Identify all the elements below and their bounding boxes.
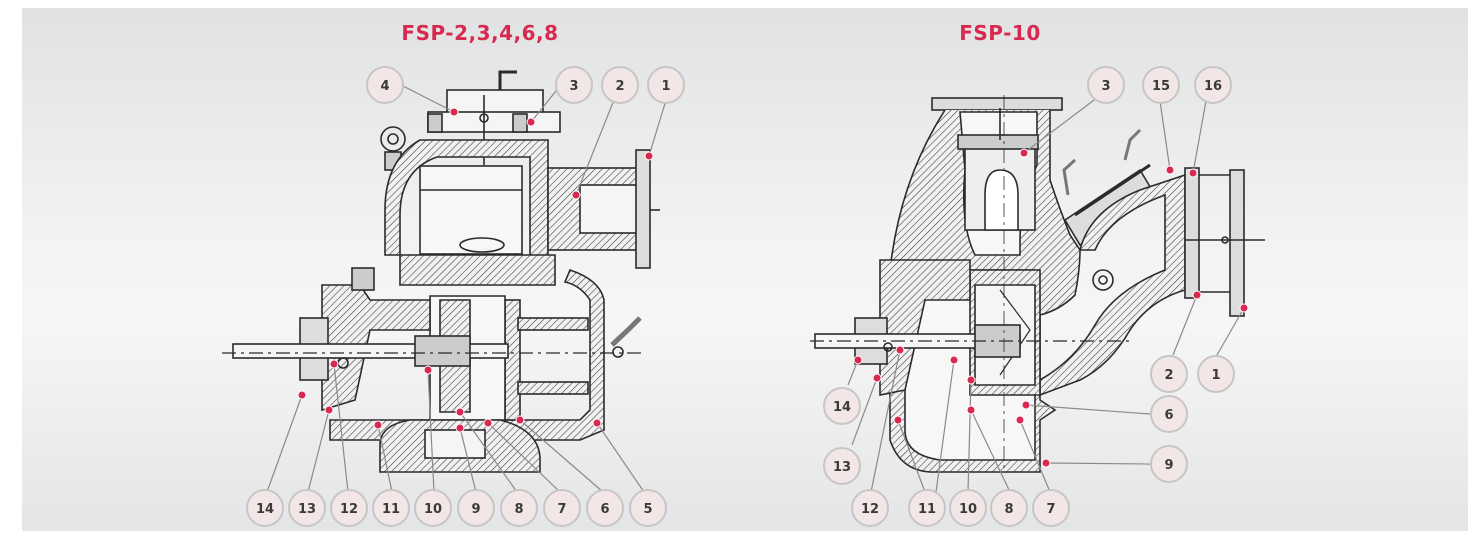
callout-badge: 8 [990, 489, 1028, 527]
svg-text:8: 8 [1004, 502, 1013, 517]
svg-text:5: 5 [643, 502, 652, 517]
svg-text:8: 8 [514, 502, 523, 517]
svg-text:7: 7 [1046, 502, 1055, 517]
callout-badge: 7 [543, 489, 581, 527]
callout-badge: 11 [372, 489, 410, 527]
callout-badge: 14 [823, 387, 861, 425]
svg-text:9: 9 [1164, 458, 1173, 473]
svg-text:7: 7 [557, 502, 566, 517]
svg-text:2: 2 [615, 79, 624, 94]
pump-drawing-fsp-2-8 [222, 70, 660, 473]
marker-dots [297, 107, 1249, 468]
callout-badge: 1 [1197, 355, 1235, 393]
svg-text:11: 11 [918, 502, 936, 517]
diagram-title-fsp-2-8: FSP-2,3,4,6,8 [401, 21, 559, 45]
svg-text:12: 12 [340, 502, 358, 517]
callout-badge: 1 [647, 66, 685, 104]
svg-text:15: 15 [1152, 79, 1170, 94]
callout-badge: 6 [1150, 395, 1188, 433]
callout-badge: 13 [288, 489, 326, 527]
diagram-title-fsp-10: FSP-10 [959, 21, 1041, 45]
callout-badge: 2 [601, 66, 639, 104]
callout-badge: 13 [823, 447, 861, 485]
callout-badge: 10 [949, 489, 987, 527]
callout-badge: 4 [366, 66, 404, 104]
callout-badge: 15 [1142, 66, 1180, 104]
svg-text:6: 6 [1164, 408, 1173, 423]
callouts-fsp-10: 1 2 3 6 7 8 9 10 11 12 13 14 15 16 [823, 66, 1235, 527]
svg-text:3: 3 [569, 79, 578, 94]
svg-text:13: 13 [833, 460, 851, 475]
callout-badge: 5 [629, 489, 667, 527]
callout-badge: 2 [1150, 355, 1188, 393]
svg-text:13: 13 [298, 502, 316, 517]
leader-lines [266, 85, 1245, 493]
svg-text:14: 14 [833, 400, 851, 415]
svg-text:3: 3 [1101, 79, 1110, 94]
callout-badge: 3 [1087, 66, 1125, 104]
callout-badge: 9 [457, 489, 495, 527]
callout-badge: 7 [1032, 489, 1070, 527]
svg-text:12: 12 [861, 502, 879, 517]
pump-drawing-fsp-10 [810, 95, 1265, 473]
callout-badge: 14 [246, 489, 284, 527]
svg-text:2: 2 [1164, 368, 1173, 383]
callout-badge: 8 [500, 489, 538, 527]
svg-text:14: 14 [256, 502, 274, 517]
callout-badge: 12 [330, 489, 368, 527]
callout-badge: 16 [1194, 66, 1232, 104]
callout-badge: 12 [851, 489, 889, 527]
svg-text:1: 1 [1211, 368, 1220, 383]
callout-badge: 6 [586, 489, 624, 527]
svg-text:16: 16 [1204, 79, 1222, 94]
svg-text:1: 1 [661, 79, 670, 94]
callout-badge: 10 [414, 489, 452, 527]
callouts-fsp-2-8: 1 2 3 4 5 6 7 8 9 10 11 12 13 14 [246, 66, 685, 527]
svg-text:10: 10 [959, 502, 977, 517]
svg-text:9: 9 [471, 502, 480, 517]
callout-badge: 3 [555, 66, 593, 104]
svg-text:4: 4 [380, 79, 389, 94]
svg-text:11: 11 [382, 502, 400, 517]
callout-badge: 9 [1150, 445, 1188, 483]
svg-text:10: 10 [424, 502, 442, 517]
callout-badge: 11 [908, 489, 946, 527]
svg-text:6: 6 [600, 502, 609, 517]
